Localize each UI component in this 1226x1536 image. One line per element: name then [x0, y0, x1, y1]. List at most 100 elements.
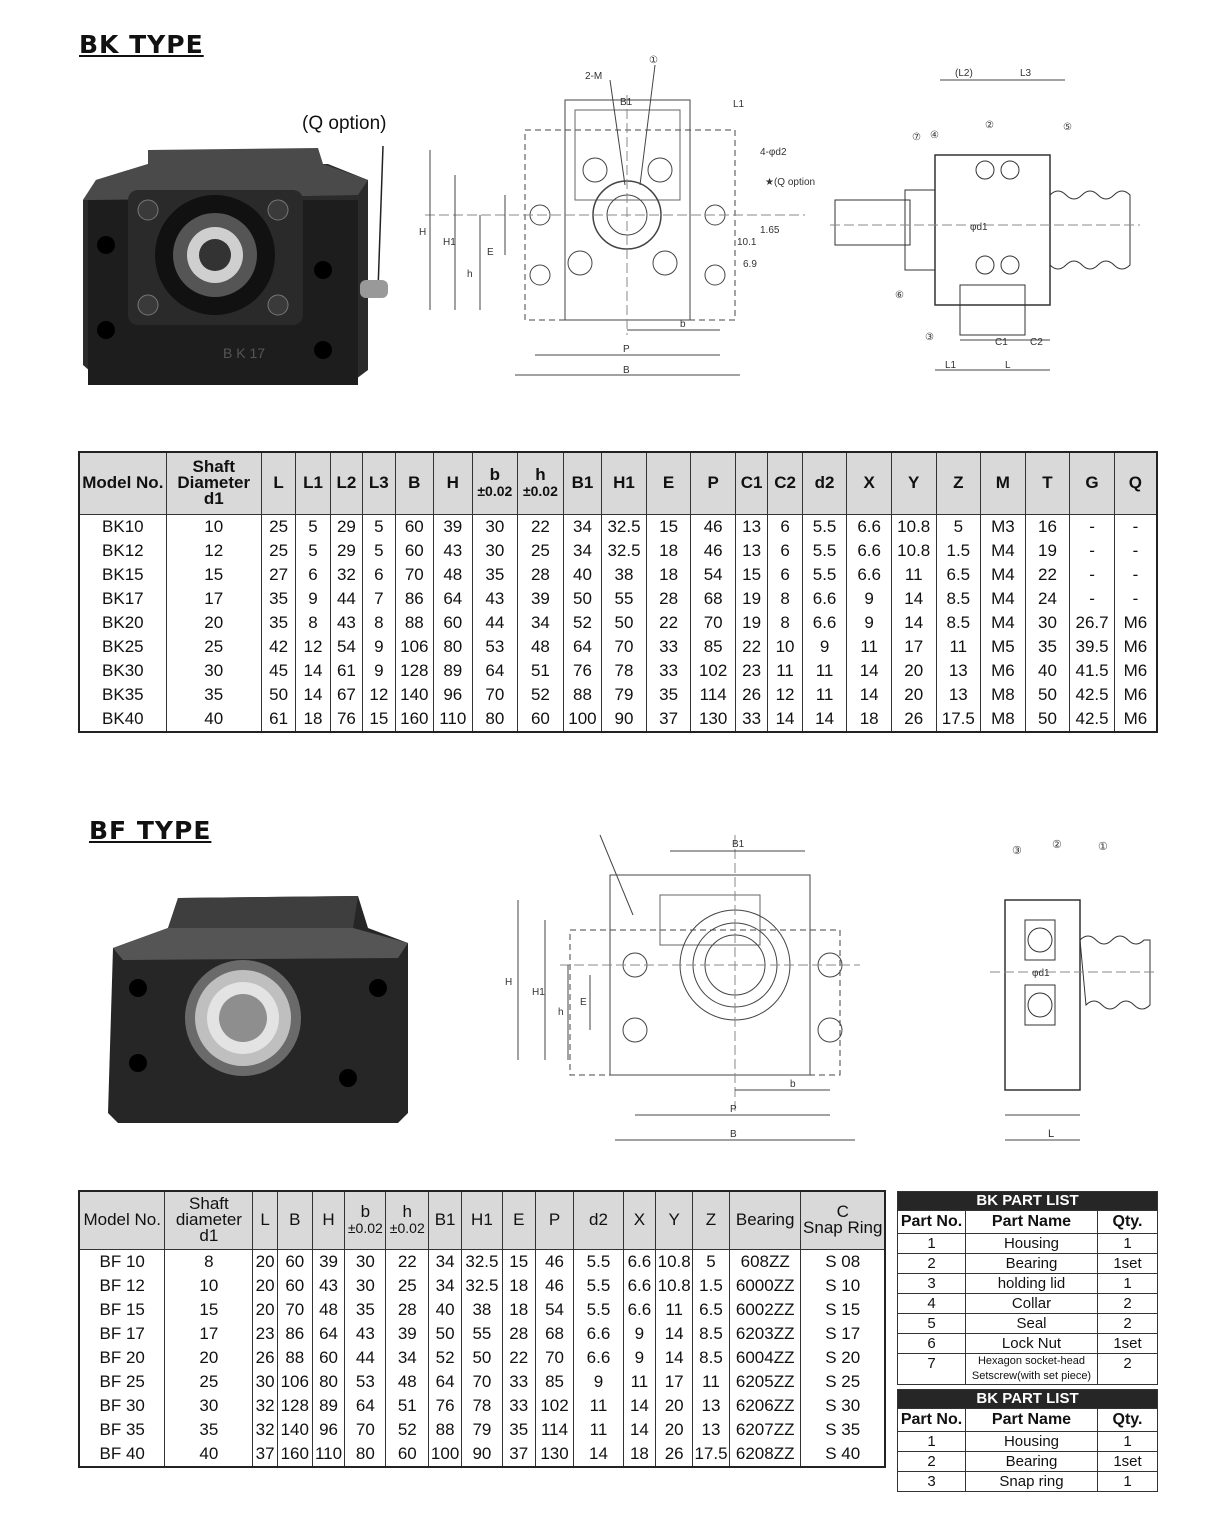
table-cell: 70 — [460, 1369, 503, 1394]
table-cell: Housing — [965, 1233, 1098, 1254]
table-cell: 9 — [573, 1369, 624, 1394]
table-cell: 60 — [394, 513, 435, 539]
table-cell: 54 — [534, 1297, 575, 1322]
table-cell: - — [1069, 586, 1115, 611]
table-cell: 41.5 — [1069, 658, 1115, 683]
table-cell: 70 — [471, 682, 519, 707]
table-cell: M6 — [1113, 706, 1158, 732]
svg-text:H1: H1 — [532, 987, 545, 998]
table-cell: 80 — [471, 706, 519, 732]
table-cell: 88 — [276, 1345, 313, 1370]
table-cell: 28 — [501, 1321, 536, 1346]
table-cell: 9 — [295, 586, 331, 611]
table-cell: 18 — [645, 562, 692, 587]
table-cell: 4 — [897, 1293, 966, 1314]
table-cell: 53 — [471, 634, 519, 659]
table-cell: 22 — [385, 1248, 430, 1274]
svg-text:②: ② — [1052, 839, 1062, 851]
bf-col-header: b±0.02 — [344, 1190, 387, 1250]
table-cell: 52 — [428, 1345, 462, 1370]
table-cell: 19 — [734, 586, 769, 611]
svg-text:4-φd2: 4-φd2 — [760, 147, 787, 158]
table-cell: 80 — [433, 634, 473, 659]
table-cell: 30 — [344, 1273, 387, 1298]
table-cell: 20 — [252, 1273, 278, 1298]
table-cell: 12 — [295, 634, 331, 659]
table-cell: 5 — [295, 538, 331, 563]
table-cell: - — [1113, 586, 1158, 611]
table-cell: 22 — [734, 634, 769, 659]
table-cell: 35 — [471, 562, 519, 587]
table-cell: 26 — [734, 682, 769, 707]
table-cell: 18 — [295, 706, 331, 732]
table-cell: 6.6 — [846, 538, 892, 563]
bk-col-header: C2 — [767, 451, 803, 515]
table-cell: 50 — [1024, 706, 1071, 732]
svg-text:B: B — [623, 365, 630, 376]
table-cell: 6.6 — [846, 562, 892, 587]
table-cell: M4 — [980, 562, 1026, 587]
table-cell: S 08 — [800, 1248, 886, 1274]
table-cell: BF 35 — [78, 1417, 166, 1442]
table-cell: 38 — [601, 562, 647, 587]
table-cell: 1.5 — [692, 1273, 730, 1298]
table-cell: 2 — [897, 1451, 966, 1472]
table-cell: 11 — [692, 1369, 730, 1394]
table-cell: 13 — [734, 538, 769, 563]
table-cell: 54 — [329, 634, 364, 659]
table-cell: M6 — [1113, 682, 1158, 707]
bk-col-header: h±0.02 — [517, 451, 564, 515]
table-cell: 11 — [622, 1369, 657, 1394]
table-cell: 14 — [890, 610, 937, 635]
table-cell: 33 — [645, 634, 692, 659]
table-cell: BF 15 — [78, 1297, 166, 1322]
table-cell: 9 — [622, 1321, 657, 1346]
table-cell: 140 — [394, 682, 435, 707]
table-cell: 9 — [846, 610, 892, 635]
table-cell: 25 — [260, 538, 297, 563]
table-cell: 1set — [1097, 1333, 1158, 1354]
table-cell: M6 — [980, 658, 1026, 683]
table-cell: 70 — [690, 610, 736, 635]
table-cell: 60 — [276, 1248, 313, 1274]
table-cell: 30 — [164, 1393, 254, 1418]
table-cell: 8 — [767, 610, 803, 635]
bf-col-header: P — [534, 1190, 575, 1250]
table-cell: 1 — [1097, 1233, 1158, 1254]
table-cell: 10 — [767, 634, 803, 659]
bk-col-header: C1 — [734, 451, 769, 515]
table-cell: 6.6 — [573, 1321, 624, 1346]
table-cell: BF 30 — [78, 1393, 166, 1418]
table-cell: 76 — [428, 1393, 462, 1418]
svg-text:h: h — [467, 269, 473, 280]
table-cell: 78 — [601, 658, 647, 683]
svg-text:②: ② — [985, 120, 994, 131]
table-cell: 8 — [362, 610, 396, 635]
table-cell: 39.5 — [1069, 634, 1115, 659]
table-cell: 33 — [501, 1369, 536, 1394]
table-cell: 29 — [329, 513, 364, 539]
table-cell: 30 — [1024, 610, 1071, 635]
table-cell: 22 — [517, 513, 564, 539]
table-cell: 26 — [655, 1441, 694, 1467]
table-cell: 24 — [1024, 586, 1071, 611]
table-cell: 608ZZ — [728, 1248, 802, 1274]
table-cell: 39 — [433, 513, 473, 539]
table-cell: 48 — [385, 1369, 430, 1394]
table-cell: Seal — [965, 1313, 1098, 1334]
table-cell: 35 — [645, 682, 692, 707]
table-cell: 14 — [846, 658, 892, 683]
table-cell: 85 — [534, 1369, 575, 1394]
table-cell: 60 — [394, 538, 435, 563]
bk-side-drawing: (L2) L3 ⑦ ④ ② ⑤ φd1 ⑥ ③ C1 C2 L1 L — [830, 68, 1140, 371]
table-cell: 6 — [767, 562, 803, 587]
table-cell: 17.5 — [692, 1441, 730, 1467]
table-cell: 140 — [276, 1417, 313, 1442]
table-cell: 130 — [534, 1441, 575, 1467]
table-cell: 6207ZZ — [728, 1417, 802, 1442]
